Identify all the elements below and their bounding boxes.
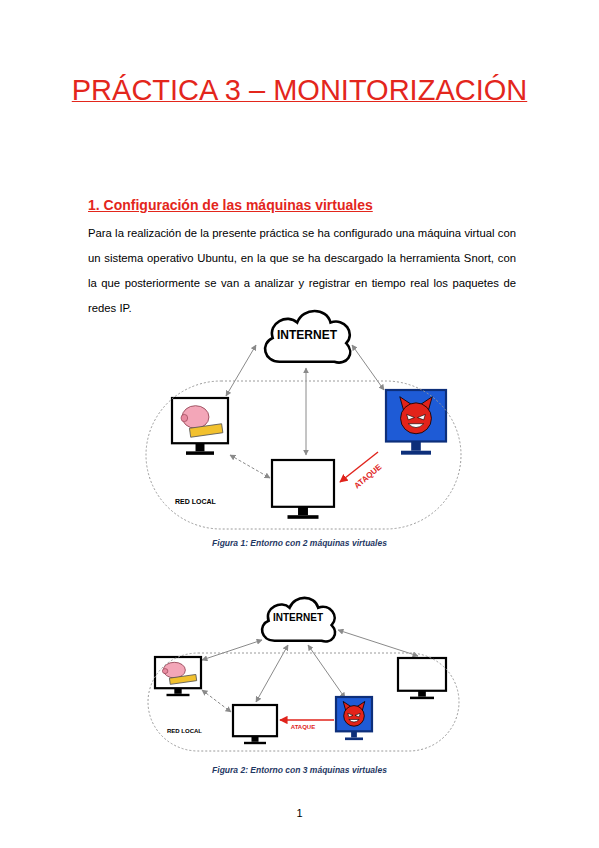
monitor-screen xyxy=(398,658,446,691)
monitor-neck xyxy=(196,443,205,451)
devil-mouth xyxy=(408,424,423,428)
region-shape xyxy=(146,381,461,529)
link-arrow xyxy=(202,640,262,660)
computer-icon xyxy=(398,658,446,699)
monitor-neck xyxy=(351,731,357,737)
monitor-neck xyxy=(251,736,258,742)
cloud-label: INTERNET xyxy=(256,612,340,623)
snort-computer xyxy=(172,398,228,455)
devil-eyes xyxy=(348,713,360,717)
logo-banner xyxy=(189,424,222,437)
local-network-region: RED LOCAL xyxy=(147,652,460,752)
region-outline xyxy=(145,380,462,530)
pig-snout xyxy=(181,414,188,421)
logo-banner xyxy=(169,674,196,684)
body-paragraph: Para la realización de la presente práct… xyxy=(88,221,516,321)
region-label: RED LOCAL xyxy=(167,728,237,734)
monitor-screen xyxy=(386,390,446,441)
monitor-screen xyxy=(336,697,372,731)
monitor-base xyxy=(401,451,431,455)
page-number: 1 xyxy=(0,807,599,819)
link-arrow xyxy=(226,345,256,396)
figure-caption: Figura 2: Entorno con 3 máquinas virtual… xyxy=(0,765,599,775)
devil-mouth xyxy=(349,719,359,722)
snort-computer xyxy=(155,657,201,696)
monitor-screen xyxy=(172,398,228,443)
section-heading: 1. Configuración de las máquinas virtual… xyxy=(88,197,528,213)
figure-caption: Figura 1: Entorno con 2 máquinas virtual… xyxy=(0,538,599,548)
monitor-base xyxy=(244,742,266,744)
link-arrow xyxy=(352,345,384,390)
monitor-base xyxy=(167,694,190,696)
attack-label: ATAQUE xyxy=(278,724,328,730)
computer-icon xyxy=(272,460,334,519)
attacker-computer xyxy=(386,390,446,455)
monitor-base xyxy=(186,451,214,454)
internet-cloud: INTERNET xyxy=(258,304,356,368)
devil-face xyxy=(344,706,365,727)
link-arrow xyxy=(202,690,231,712)
page-title: PRÁCTICA 3 – MONITORIZACIÓN xyxy=(0,74,599,107)
devil-eyes xyxy=(407,414,426,419)
monitor-base xyxy=(288,515,319,519)
region-outline xyxy=(147,652,460,752)
monitor-base xyxy=(410,697,434,700)
internet-cloud: INTERNET xyxy=(256,592,340,646)
monitor-neck xyxy=(411,441,421,450)
computer-icon xyxy=(233,705,277,744)
link-arrow xyxy=(338,630,418,656)
monitor-neck xyxy=(418,691,426,697)
attacker-computer xyxy=(336,697,372,740)
monitor-screen xyxy=(155,657,201,688)
devil-face xyxy=(401,403,432,434)
cloud-label: INTERNET xyxy=(258,328,356,342)
monitor-neck xyxy=(174,688,181,694)
link-arrow xyxy=(256,645,288,702)
monitor-screen xyxy=(272,460,334,507)
region-shape xyxy=(148,653,459,751)
attack-arrow xyxy=(280,719,334,720)
local-network-region: RED LOCAL xyxy=(145,380,462,530)
pig-logo xyxy=(163,662,185,678)
region-label: RED LOCAL xyxy=(175,498,255,505)
monitor-screen xyxy=(233,705,277,736)
monitor-base xyxy=(345,737,363,740)
pig-snout xyxy=(162,669,168,674)
monitor-neck xyxy=(298,507,308,515)
link-arrow xyxy=(230,455,270,478)
